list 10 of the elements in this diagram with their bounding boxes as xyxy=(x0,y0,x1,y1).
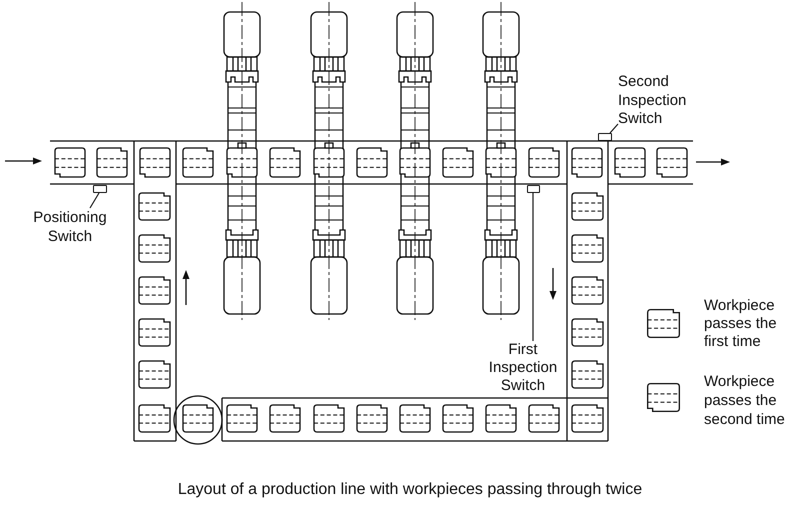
switch-symbol xyxy=(93,185,107,193)
legend-text: Workpiece passes the second time xyxy=(704,372,786,429)
switch-symbol xyxy=(527,185,540,193)
leader-line xyxy=(90,192,100,208)
legend-text: Workpiece passes the first time xyxy=(704,297,778,351)
leader-line xyxy=(610,124,618,134)
callout-label: Second Inspection Switch xyxy=(618,73,704,128)
caption: Layout of a production line with workpieces passing through twice xyxy=(176,480,644,500)
callout-label: Positioning Switch xyxy=(25,208,115,246)
switch-symbol xyxy=(598,133,612,141)
